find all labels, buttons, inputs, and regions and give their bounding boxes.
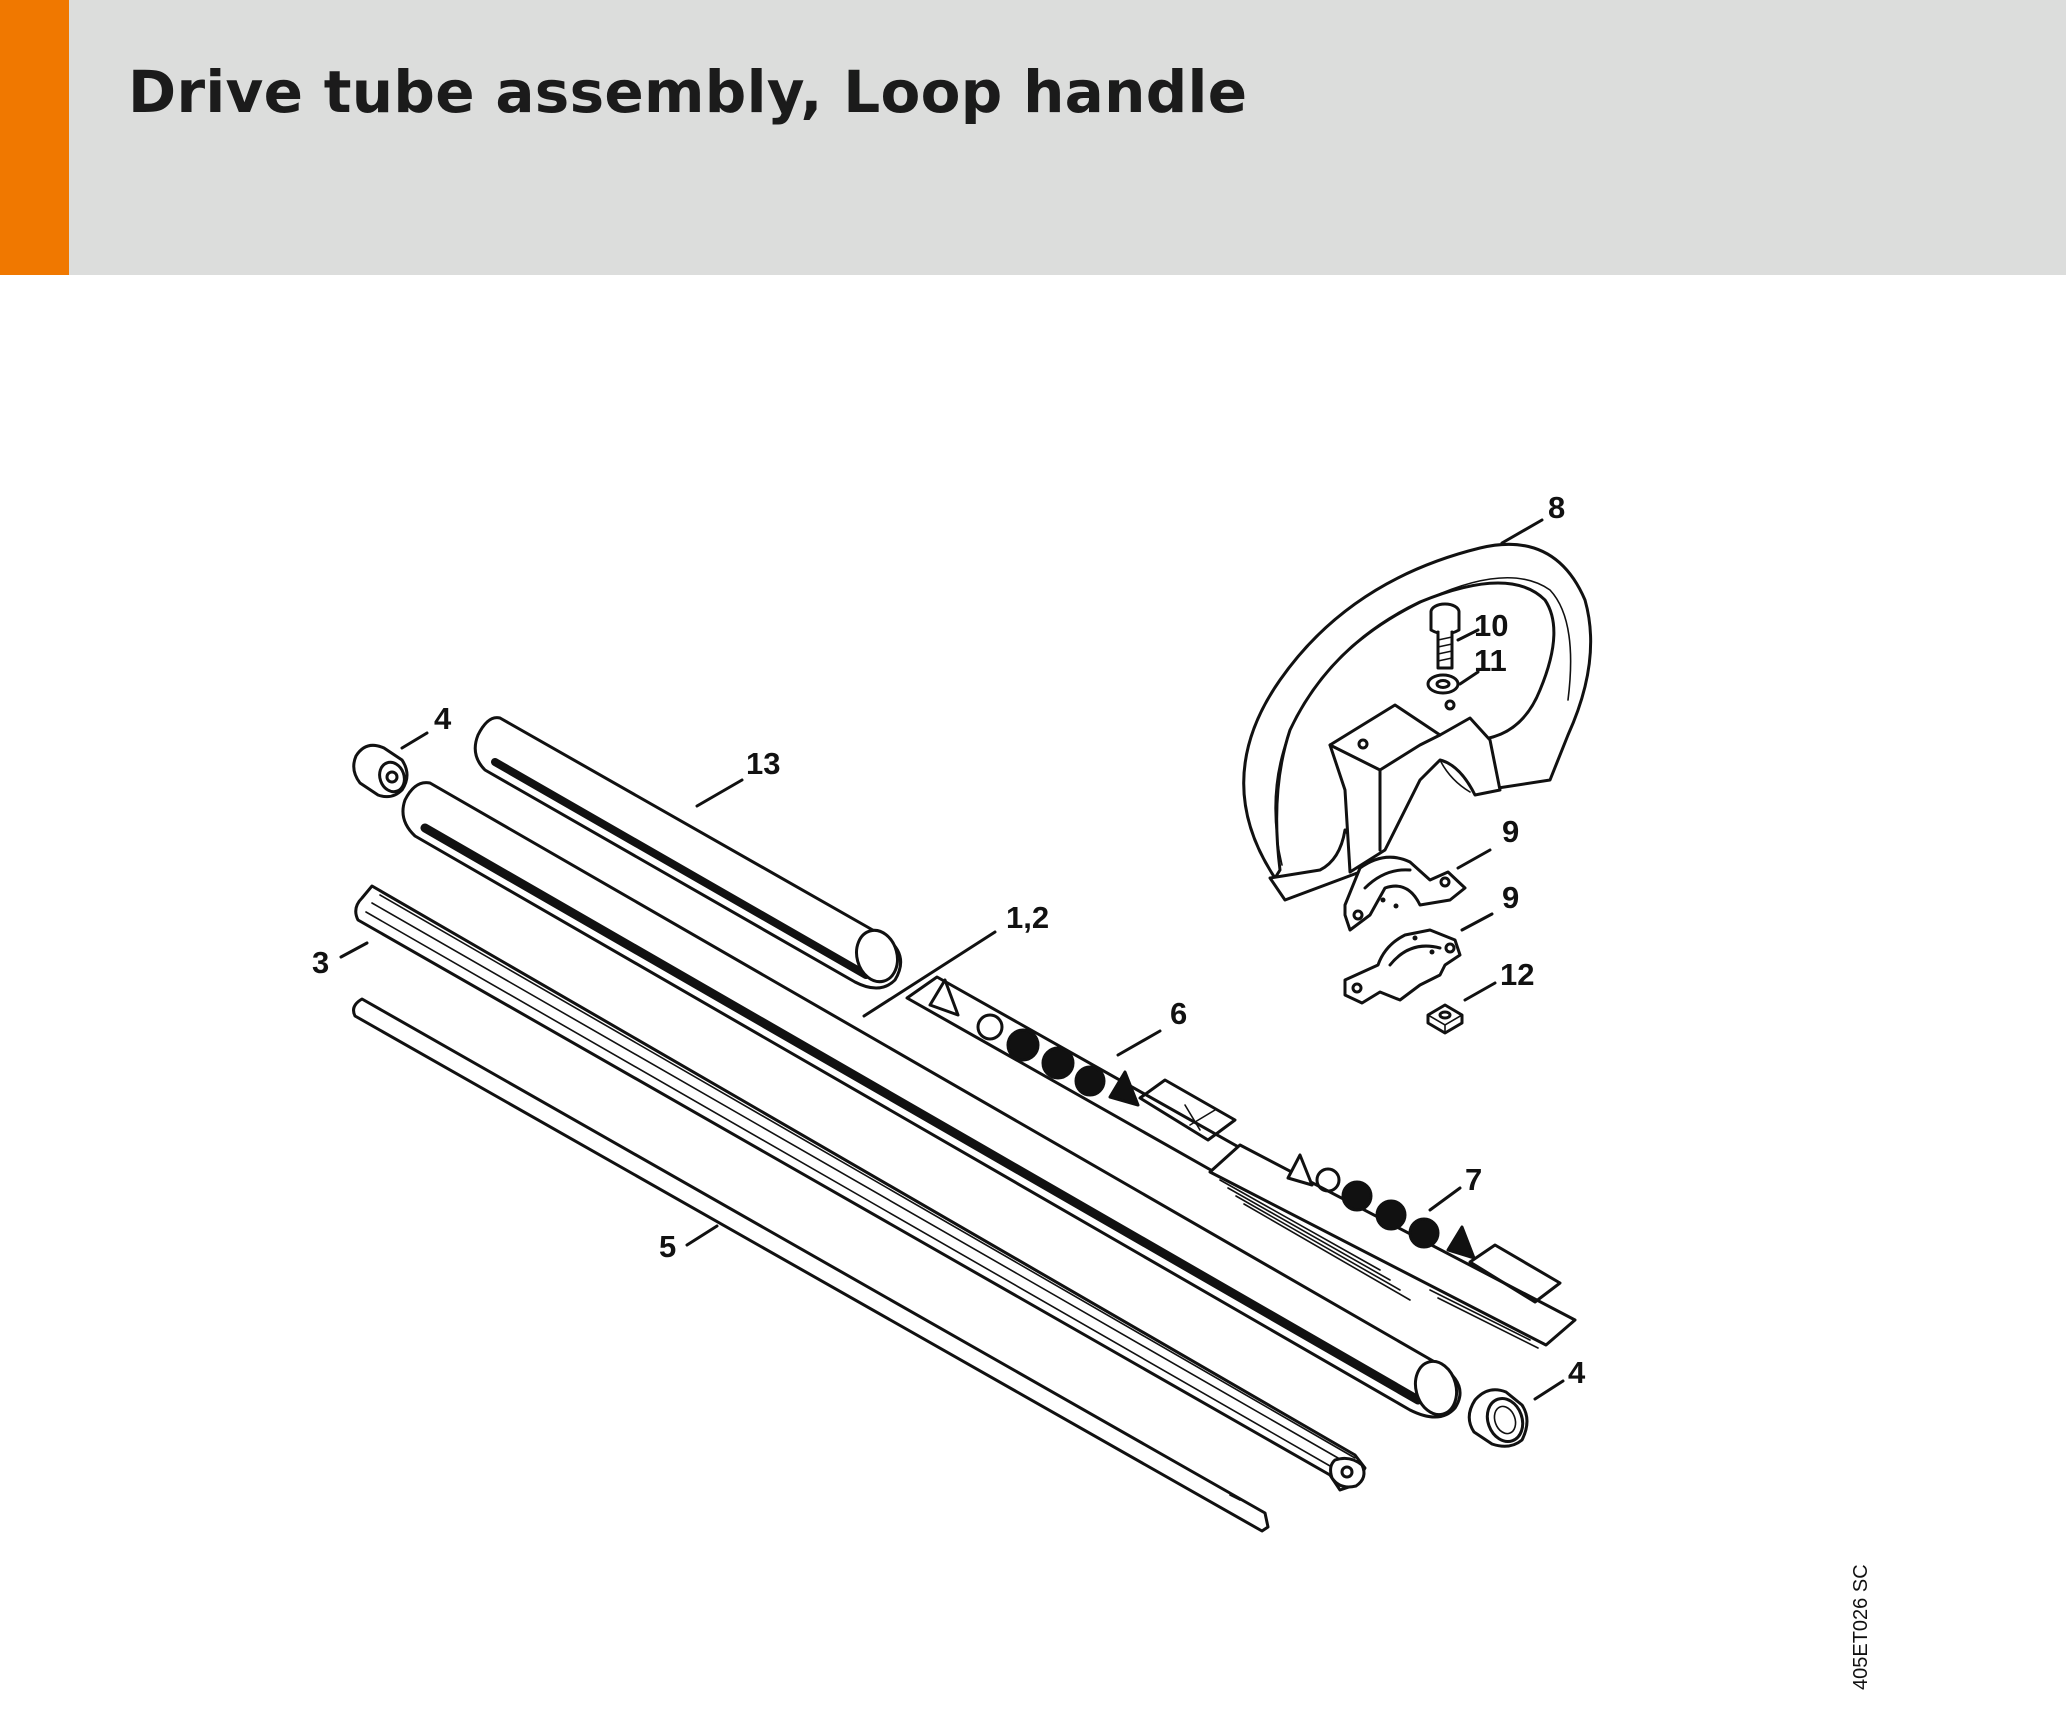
callout-8: 8 [1548, 490, 1565, 525]
clamp-part-9-upper [1343, 855, 1467, 932]
screw-part-10 [1429, 602, 1461, 670]
page-title: Drive tube assembly, Loop handle [128, 58, 1248, 126]
callout-12: 12 [1500, 957, 1534, 992]
washer-part-11 [1426, 673, 1460, 695]
callout-4-bottom: 4 [1568, 1355, 1586, 1390]
square-nut-part-12 [1426, 1003, 1464, 1035]
callout-9-lower: 9 [1502, 880, 1519, 915]
short-tube-part-13 [473, 716, 903, 990]
drive-shaft-part-5 [352, 997, 1270, 1533]
reference-code: 405ET026 SC [1850, 1564, 1872, 1690]
end-cap-part-4-top [352, 743, 409, 799]
header-band [0, 0, 2066, 275]
callout-1-2: 1,2 [1006, 900, 1049, 935]
end-cap-part-4-bottom [1467, 1388, 1529, 1448]
callout-7: 7 [1465, 1162, 1482, 1197]
callout-4-top: 4 [434, 701, 452, 736]
clamp-part-9-lower [1343, 928, 1462, 1005]
liner-part-3 [354, 884, 1367, 1492]
warning-label-part-7 [1208, 1143, 1577, 1349]
loop-handle-part-8 [1242, 542, 1593, 902]
callout-11: 11 [1474, 643, 1507, 678]
callout-6: 6 [1170, 996, 1187, 1031]
callout-9-upper: 9 [1502, 814, 1519, 849]
leader-lines [339, 518, 1565, 1401]
callout-3: 3 [312, 945, 329, 980]
callout-13: 13 [746, 746, 780, 781]
accent-bar [0, 0, 69, 275]
drive-tube-part-1-2 [401, 781, 1462, 1419]
callout-10: 10 [1474, 608, 1508, 643]
callout-5: 5 [659, 1229, 676, 1264]
